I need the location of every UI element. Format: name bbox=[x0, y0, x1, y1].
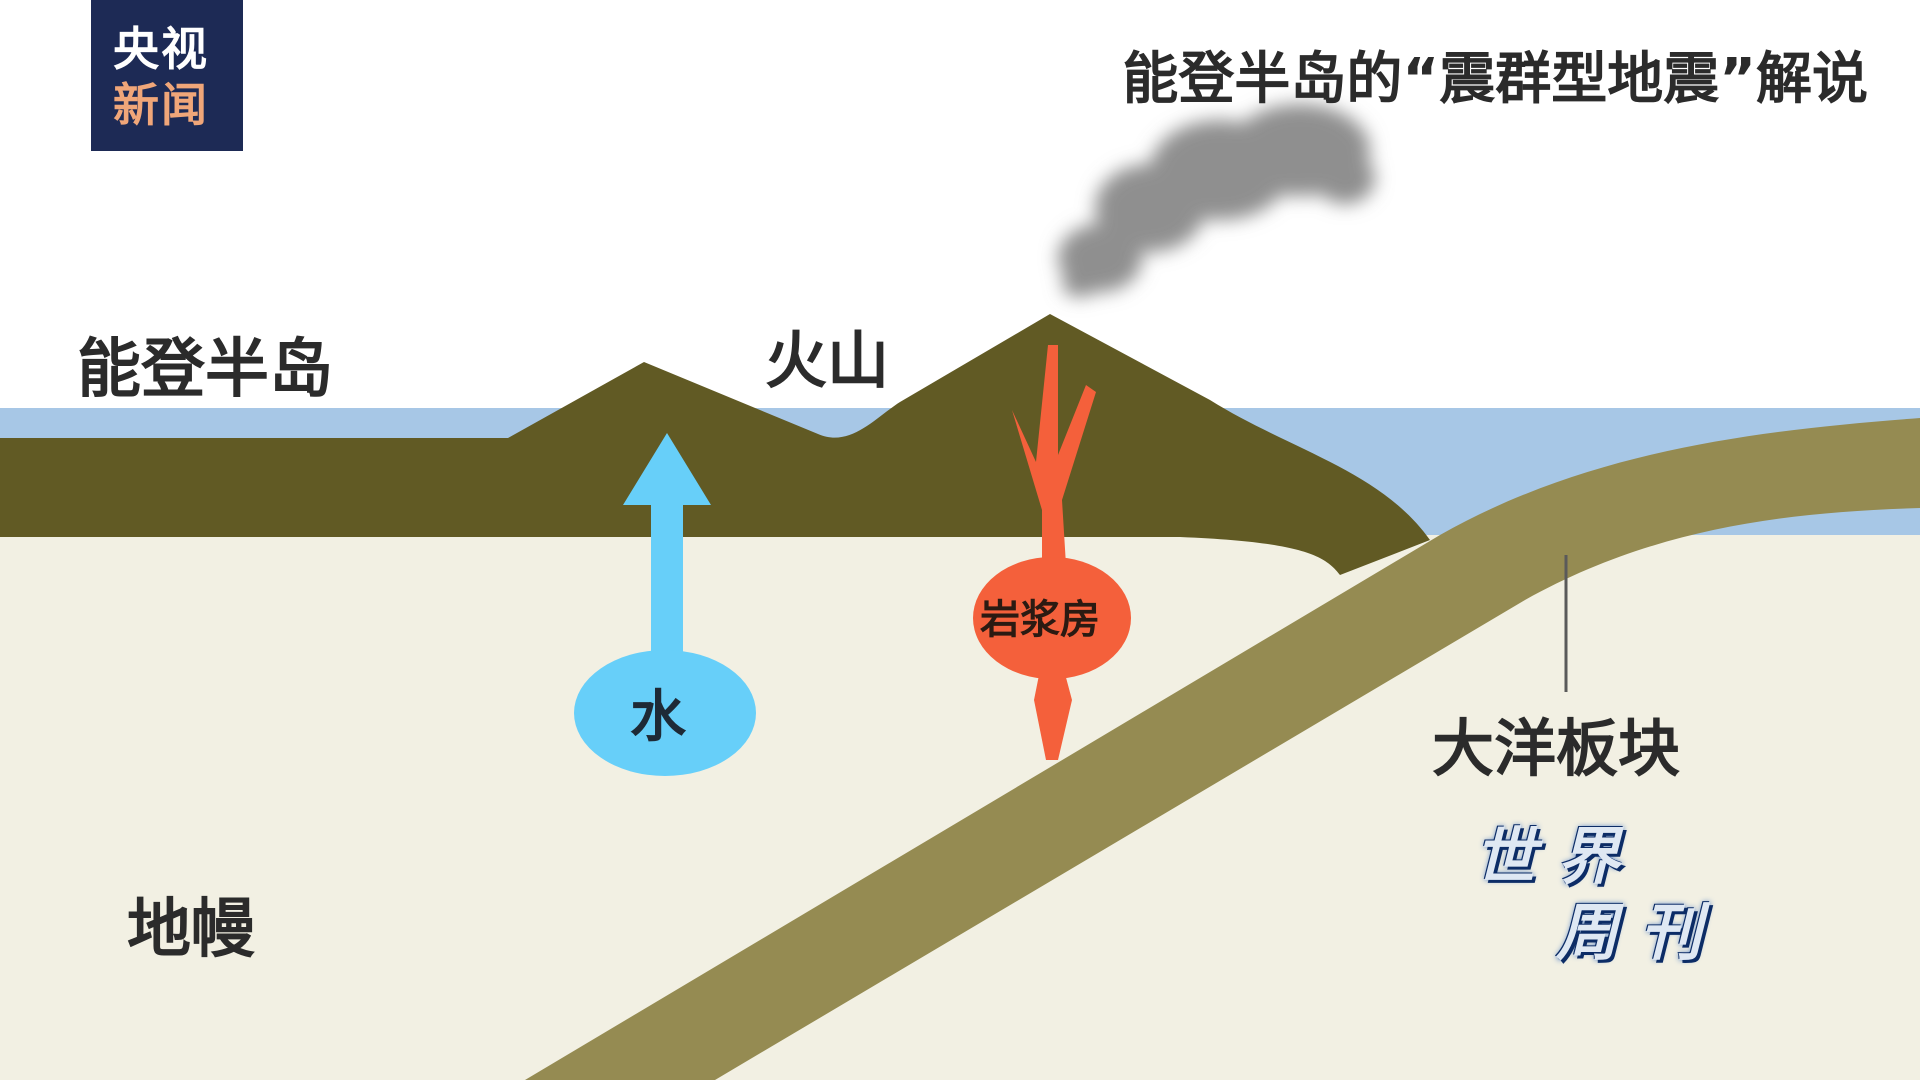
label-mantle: 地幔 bbox=[127, 893, 255, 967]
magma-chamber bbox=[973, 557, 1131, 679]
diagram-title: 能登半岛的“震群型地震”解说 bbox=[1122, 47, 1868, 112]
water-source bbox=[574, 650, 756, 776]
mantle-region bbox=[0, 535, 1920, 1080]
label-oceanic-plate: 大洋板块 bbox=[1432, 712, 1681, 785]
broadcaster-logo-line1: 央视 bbox=[113, 22, 209, 76]
continental-crust bbox=[0, 314, 1430, 575]
program-logo-line1: 世 界 bbox=[1474, 820, 1620, 893]
magma-feeder bbox=[1034, 670, 1072, 760]
label-volcano: 火山 bbox=[765, 324, 890, 397]
label-noto-peninsula: 能登半岛 bbox=[77, 333, 333, 407]
program-logo-line2: 周 刊 bbox=[1556, 896, 1702, 969]
water-arrow bbox=[623, 433, 711, 665]
magma-conduit bbox=[1012, 345, 1096, 565]
oceanic-plate bbox=[525, 418, 1920, 1080]
label-water: 水 bbox=[630, 685, 686, 750]
volcanic-smoke bbox=[1058, 104, 1375, 297]
broadcaster-logo: 央视 新闻 bbox=[91, 0, 243, 151]
label-magma-chamber: 岩浆房 bbox=[980, 597, 1100, 643]
broadcaster-logo-line2: 新闻 bbox=[113, 78, 209, 132]
